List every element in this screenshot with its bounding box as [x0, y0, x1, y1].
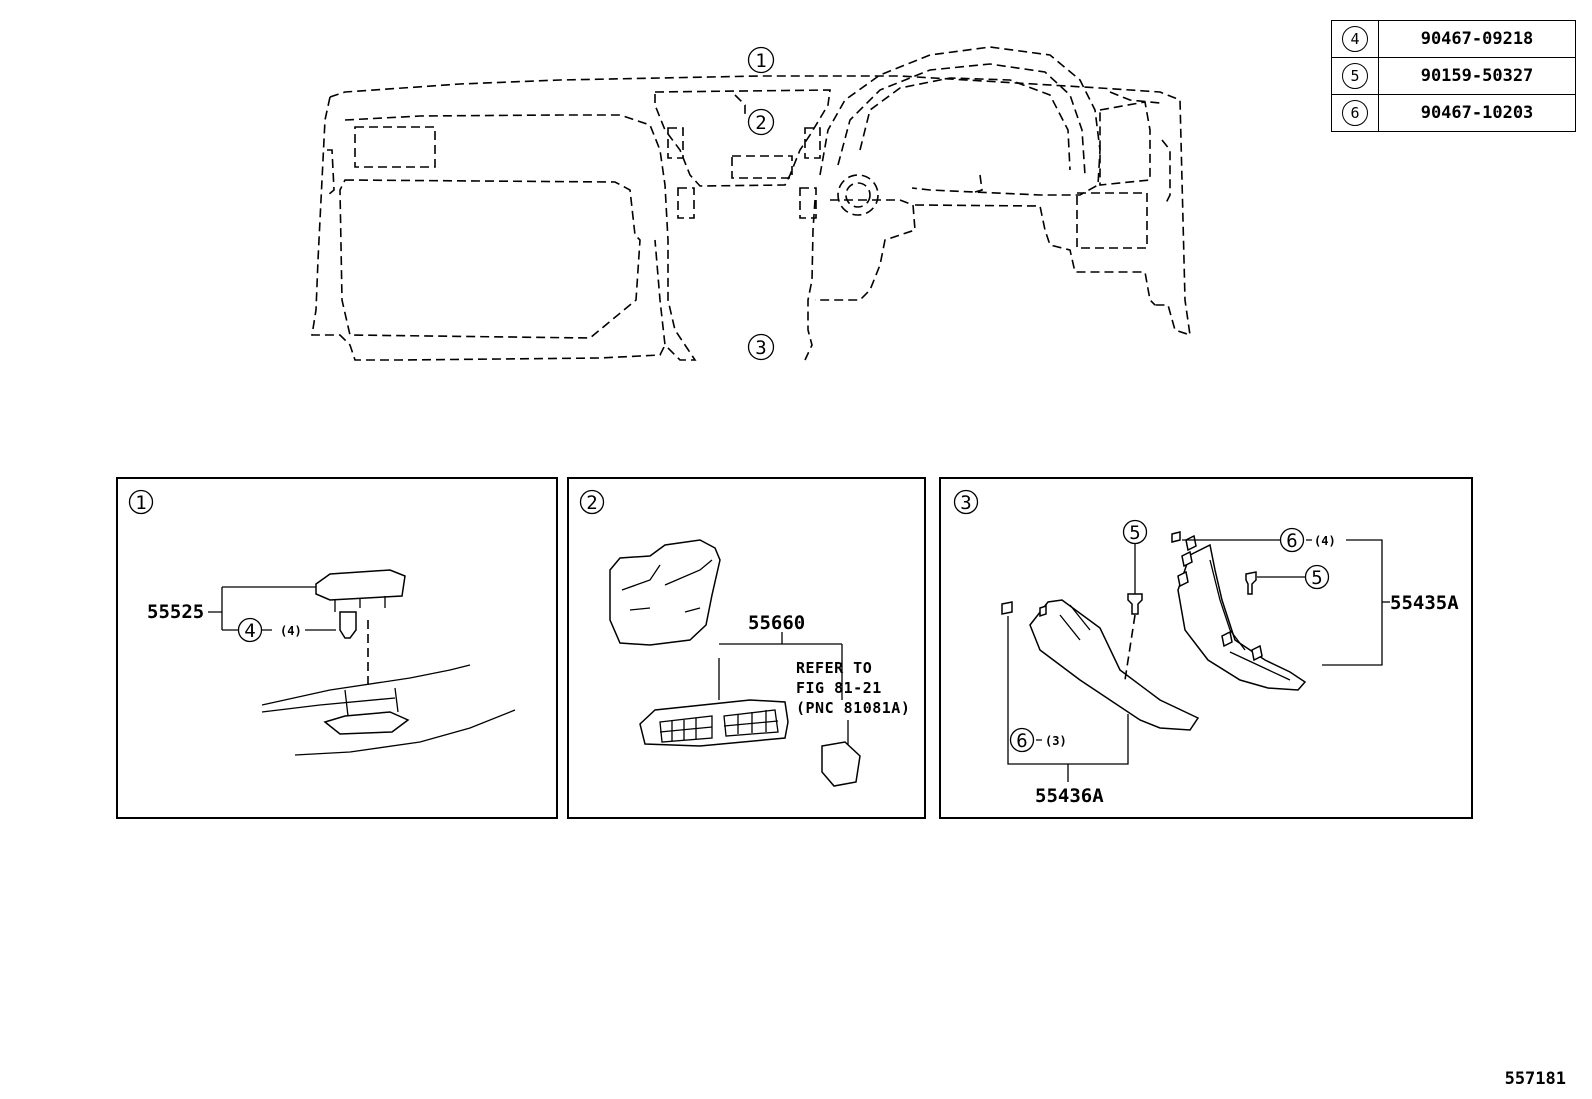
clip-callout-6-upper[interactable]: 6 [1279, 527, 1305, 553]
figure-number: 557181 [1504, 1069, 1566, 1089]
legend-row: 5 90159-50327 [1331, 57, 1576, 95]
refer-note-line-3: (PNC 81081A) [796, 699, 910, 717]
legend-part-number: 90159-50327 [1378, 57, 1576, 95]
screw-callout-5-left[interactable]: 5 [1122, 519, 1148, 545]
detail-panel-1: 1 55525 4 (4) [116, 477, 558, 819]
legend-part-number: 90467-09218 [1378, 20, 1576, 58]
legend-part-number: 90467-10203 [1378, 94, 1576, 132]
callout-1[interactable]: 1 [747, 46, 775, 74]
panel-2-label: 2 [586, 492, 597, 514]
cover-part-illustration [315, 569, 406, 601]
part-number-55660: 55660 [748, 612, 805, 634]
refer-note-line-1: REFER TO [796, 659, 872, 677]
clip-ref-label: 6 [1286, 530, 1297, 552]
legend-ref: 6 [1342, 100, 1368, 126]
fastener-callout-4[interactable]: 4 [237, 617, 263, 643]
vent-duct-bracket-illustration [609, 539, 721, 646]
clip-callout-6-lower[interactable]: 6 [1009, 727, 1035, 753]
fastener-qty: (4) [280, 624, 302, 638]
clip-qty-upper: (4) [1314, 534, 1336, 548]
trim-panel-55435a-illustration [1177, 543, 1307, 691]
part-number-55435a: 55435A [1390, 592, 1459, 614]
callout-3[interactable]: 3 [747, 333, 775, 361]
legend-row: 4 90467-09218 [1331, 20, 1576, 58]
screw-callout-5-right[interactable]: 5 [1304, 564, 1330, 590]
refer-note-line-2: FIG 81-21 [796, 679, 882, 697]
clip-illustration [339, 611, 357, 639]
panel-3-label: 3 [960, 492, 971, 514]
clip-qty-lower: (3) [1045, 734, 1067, 748]
instrument-panel-overview [311, 46, 1191, 361]
sensor-part-illustration [821, 741, 861, 787]
detail-panel-2: 2 55660 REFER TO FIG 81-21 (PNC 81081A) [567, 477, 926, 819]
fastener-ref-label: 4 [244, 620, 255, 642]
part-number-55436a: 55436A [1035, 785, 1104, 807]
legend-ref: 5 [1342, 63, 1368, 89]
callout-1-label: 1 [755, 50, 766, 72]
detail-panel-3: 3 5 5 6 (4) [939, 477, 1473, 819]
legend-row: 6 90467-10203 [1331, 94, 1576, 132]
legend-ref: 4 [1342, 26, 1368, 52]
fastener-legend-table: 4 90467-09218 5 90159-50327 6 90467-1020… [1331, 20, 1576, 132]
screw-illustration [1127, 593, 1143, 615]
clip-ref-label: 6 [1016, 730, 1027, 752]
trim-panel-55436a-illustration [1029, 599, 1200, 731]
callout-2[interactable]: 2 [747, 108, 775, 136]
screw-ref-label: 5 [1311, 567, 1322, 589]
part-number-55525: 55525 [147, 601, 204, 623]
callout-2-label: 2 [755, 112, 766, 134]
panel-1-label: 1 [135, 492, 146, 514]
screw-ref-label: 5 [1129, 522, 1140, 544]
callout-3-label: 3 [755, 337, 766, 359]
